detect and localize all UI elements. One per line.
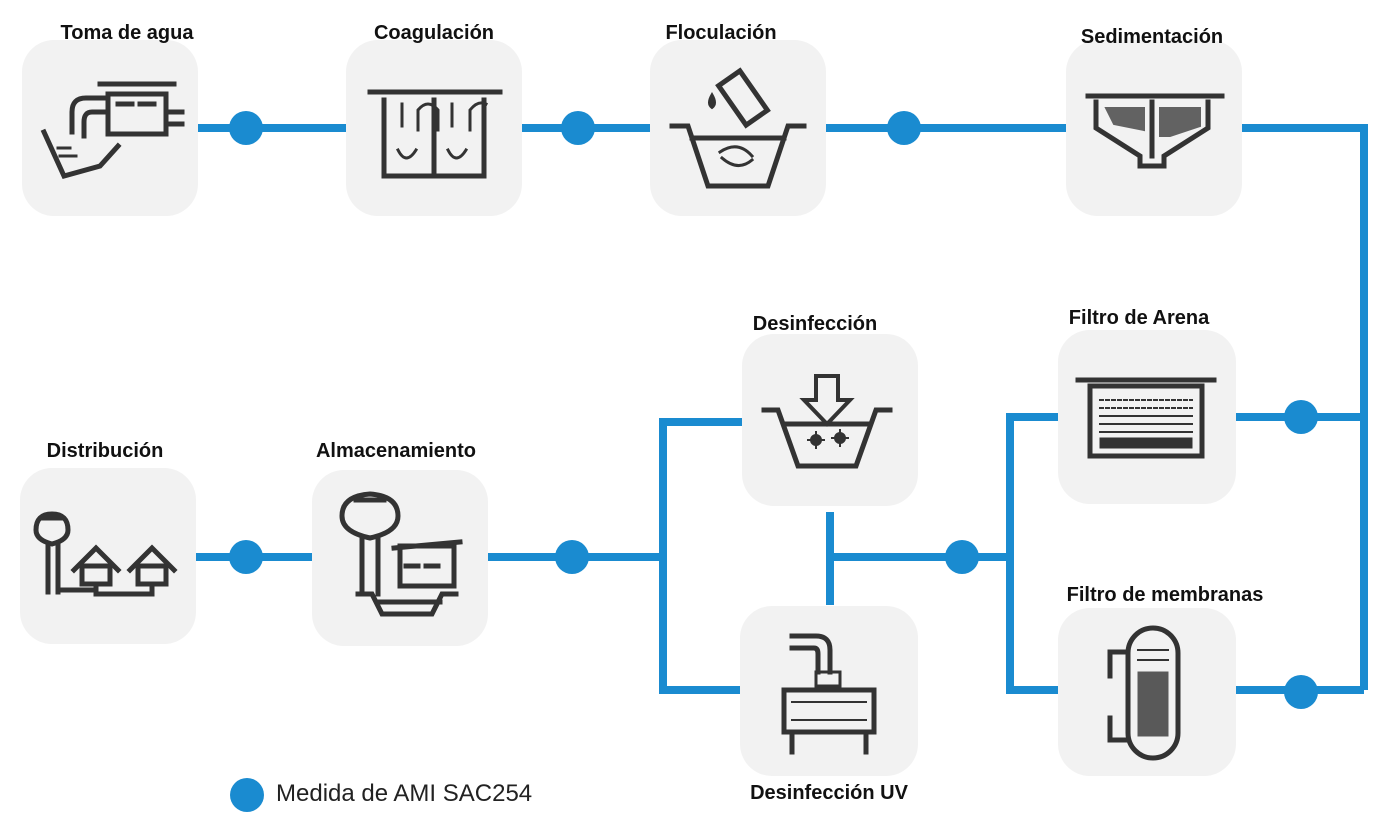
label-floculacion: Floculación	[665, 22, 777, 44]
measure-point-filtro-membranas	[1284, 675, 1318, 709]
measure-point-coagulacion-floculacion	[561, 111, 595, 145]
label-filtro-arena: Filtro de Arena	[1068, 307, 1210, 329]
label-distribucion: Distribución	[46, 440, 164, 462]
label-coagulacion: Coagulación	[373, 22, 495, 44]
coagulation-tank-icon	[367, 89, 503, 179]
measure-point-distribucion	[229, 540, 263, 574]
sedimentation-tank-icon	[1085, 93, 1225, 169]
label-sedimentacion: Sedimentación	[1080, 26, 1224, 48]
disinfection-basin-icon	[761, 374, 893, 469]
label-desinfeccion: Desinfección	[752, 313, 878, 335]
measure-point-filtro-arena	[1284, 400, 1318, 434]
distribution-network-icon	[33, 511, 178, 597]
pipe-disinfection-return	[659, 418, 742, 694]
label-desinfeccion-uv: Desinfección UV	[750, 782, 908, 804]
measure-point-toma-coagulacion	[229, 111, 263, 145]
label-toma: Toma de agua	[60, 22, 194, 44]
label-filtro-membranas: Filtro de membranas	[1066, 584, 1264, 606]
label-almacenamiento: Almacenamiento	[315, 440, 477, 462]
measurement-points	[229, 111, 1318, 709]
storage-tower-icon	[339, 491, 463, 617]
node-cards	[20, 40, 1242, 776]
measure-point-disinfection-out	[555, 540, 589, 574]
flocculation-basin-icon	[669, 67, 807, 189]
sand-filter-icon	[1075, 377, 1217, 459]
pipe-sedimentacion-filters-trunk	[1240, 124, 1368, 690]
card-floculacion	[650, 40, 826, 216]
water-intake-icon	[40, 81, 185, 179]
legend-label: Medida de AMI SAC254	[276, 780, 533, 807]
measure-point-filter-merge	[945, 540, 979, 574]
measure-point-floculacion-sedimentacion	[887, 111, 921, 145]
legend-marker	[230, 778, 264, 812]
uv-disinfection-unit-icon	[781, 633, 877, 755]
card-distribucion	[20, 468, 196, 644]
membrane-filter-icon	[1107, 625, 1181, 761]
pipe-filter-merge	[1006, 413, 1060, 694]
